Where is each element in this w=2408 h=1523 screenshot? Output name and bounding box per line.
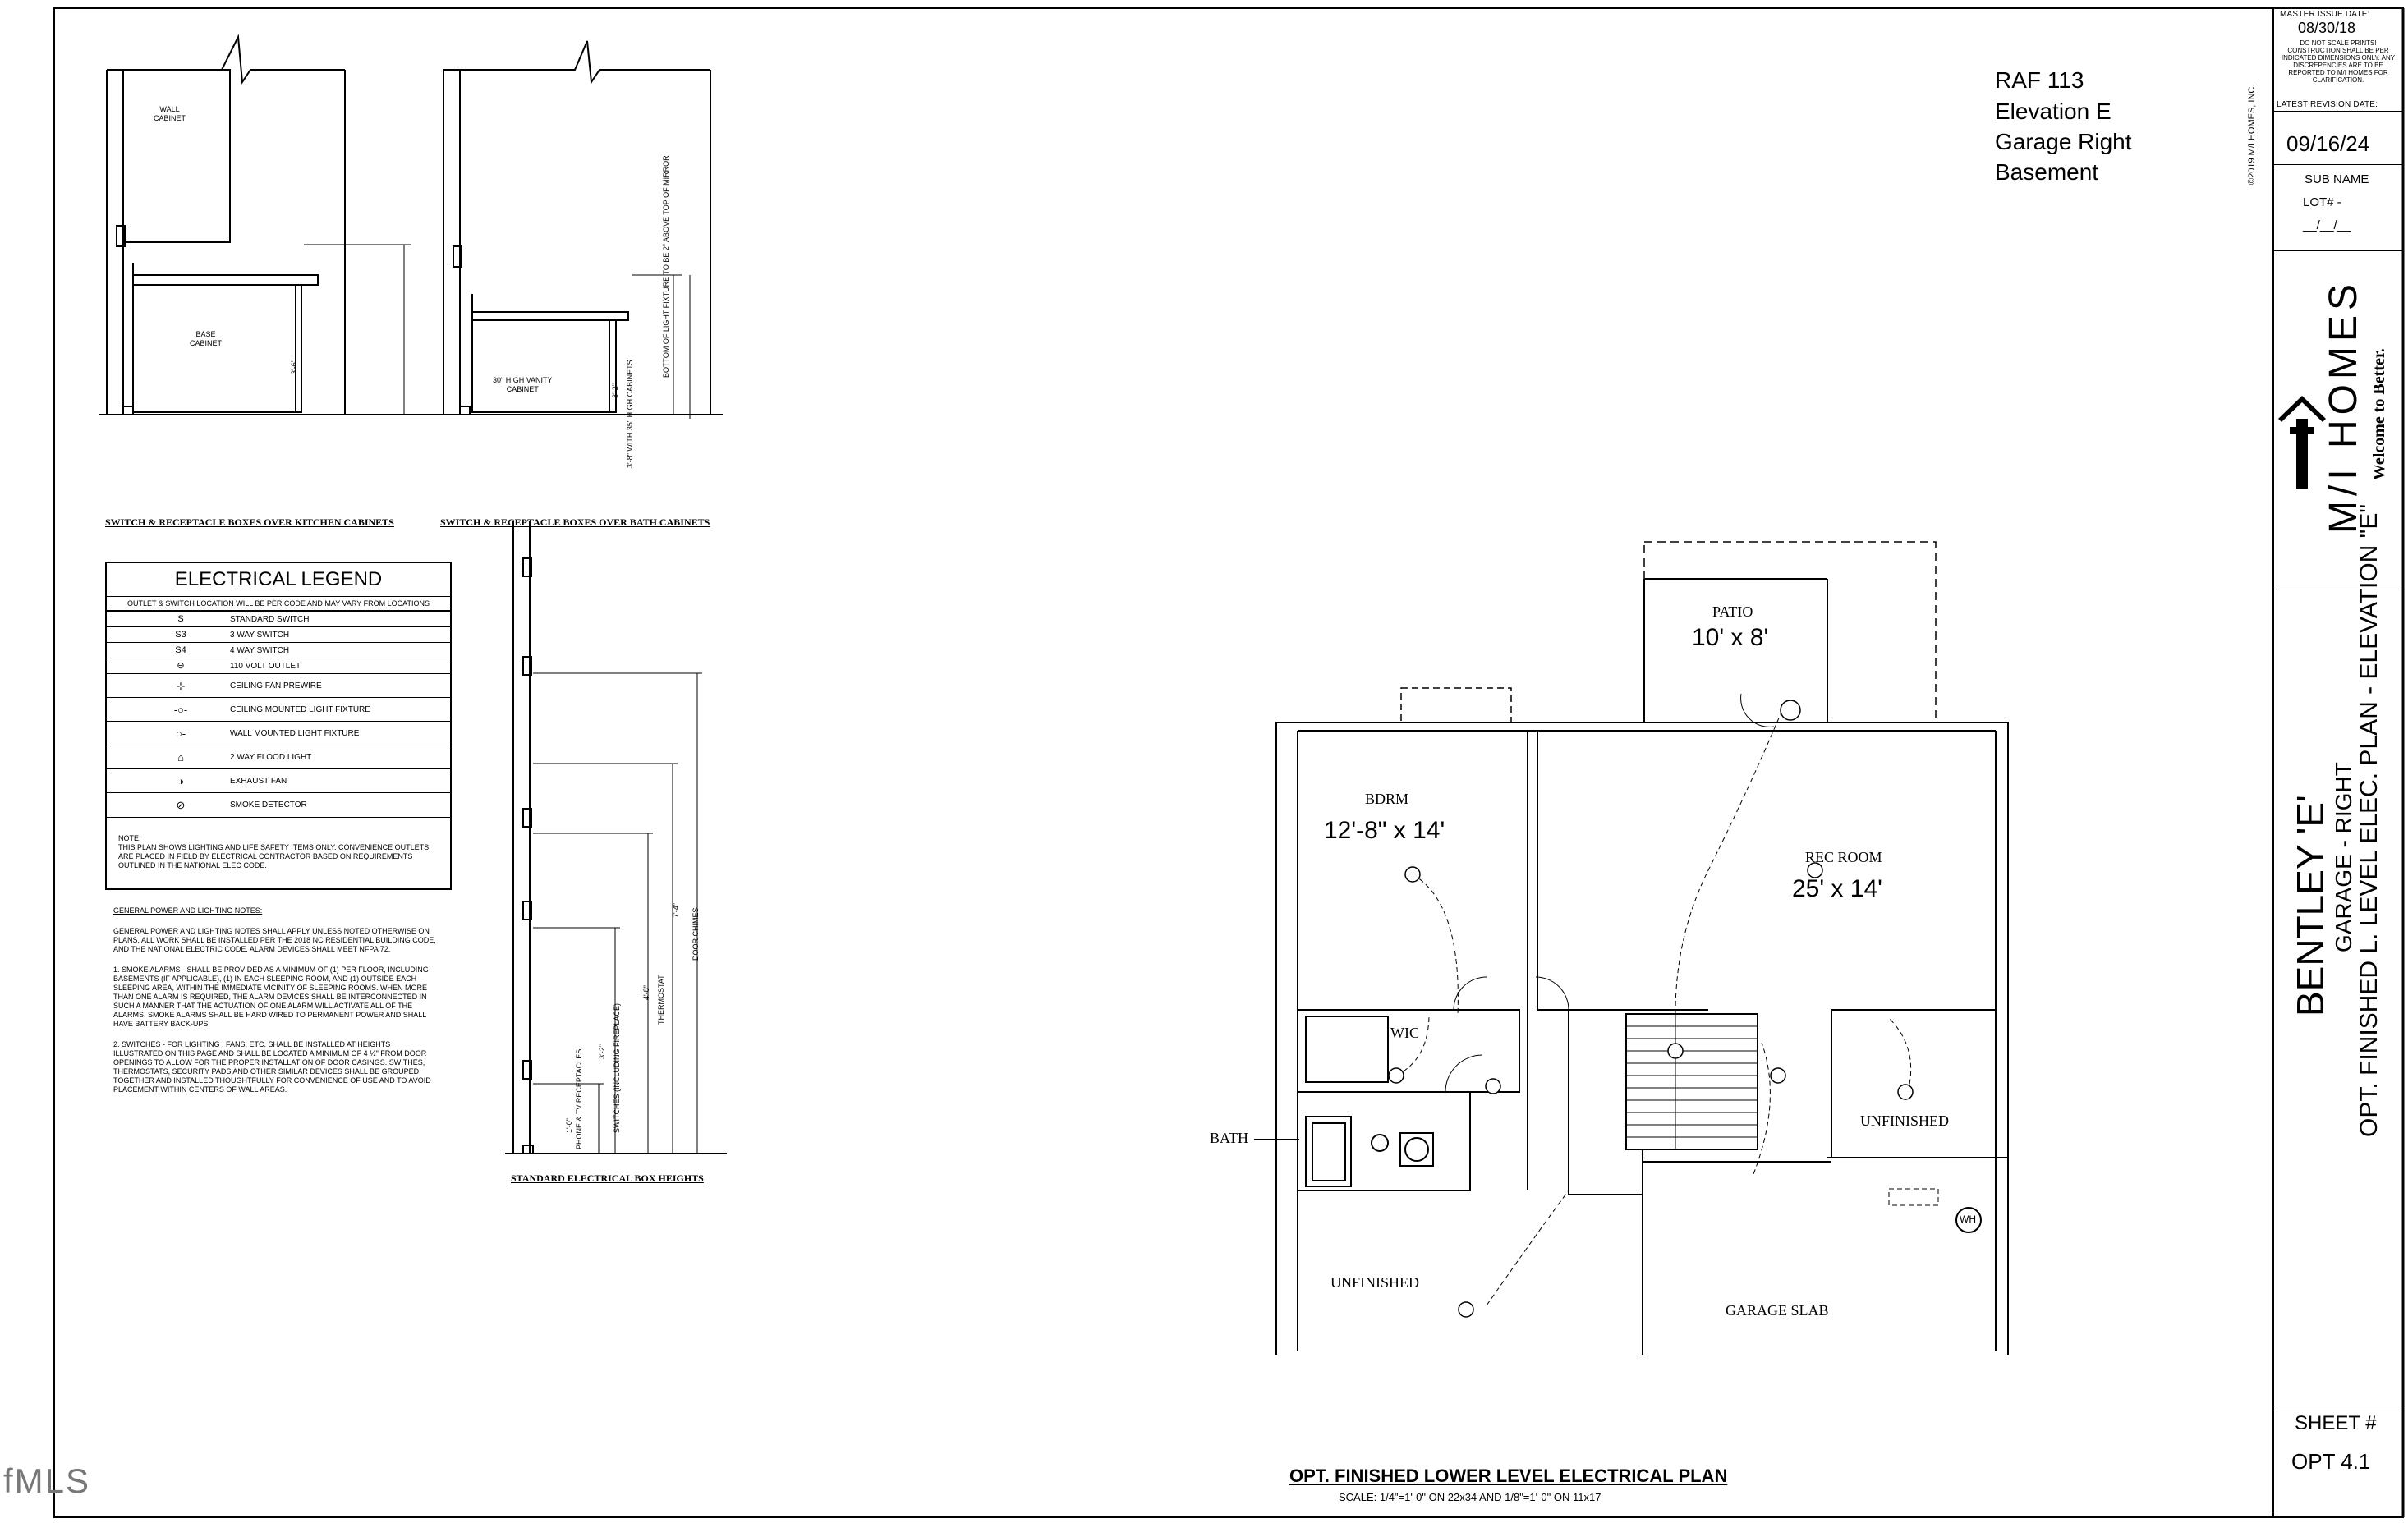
copyright: ©2019 M/I HOMES, INC. [2247, 84, 2257, 185]
project-garage: Garage Right [1995, 129, 2132, 154]
legend-row: ○-WALL MOUNTED LIGHT FIXTURE [107, 721, 450, 745]
sheet-label: SHEET # [2295, 1412, 2377, 1434]
legend-row: ⊖110 VOLT OUTLET [107, 658, 450, 674]
switches-label: SWITCHES (INCLUDING FIREPLACE) [613, 1002, 621, 1133]
electrical-legend: ELECTRICAL LEGEND OUTLET & SWITCH LOCATI… [105, 562, 452, 890]
divider [2273, 250, 2403, 251]
phone-tv-label: PHONE & TV RECEPTACLES [575, 1048, 583, 1149]
door-chimes-dim: 7'-4" [672, 903, 680, 918]
mi-homes-logo-icon [2278, 396, 2326, 489]
bdrm-dim: 12'-8" x 14' [1324, 817, 1445, 844]
patio-label: PATIO [1712, 603, 1753, 620]
legend-row: -○-CEILING MOUNTED LIGHT FIXTURE [107, 697, 450, 722]
legend-title: ELECTRICAL LEGEND [107, 563, 450, 597]
latest-revision-date: 09/16/24 [2286, 131, 2370, 156]
date-blank: __/__/__ [2303, 218, 2351, 232]
legend-row: ⊘SMOKE DETECTOR [107, 792, 450, 818]
brand-name: M/I HOMES [2322, 278, 2365, 534]
bath-detail-caption: SWITCH & RECEPTACLE BOXES OVER BATH CABI… [440, 516, 710, 528]
notes-title: GENERAL POWER AND LIGHTING NOTES: [113, 906, 263, 915]
disclaimer: DO NOT SCALE PRINTS! CONSTRUCTION SHALL … [2281, 39, 2396, 84]
rec-room-dim: 25' x 14' [1792, 875, 1882, 902]
divider [2273, 164, 2403, 165]
plan-scale: SCALE: 1/4"=1'-0" ON 22x34 AND 1/8"=1'-0… [1339, 1491, 1602, 1503]
kitchen-cabinet-detail [99, 34, 443, 415]
legend-row: ⊹CEILING FAN PREWIRE [107, 673, 450, 698]
notes-intro: GENERAL POWER AND LIGHTING NOTES SHALL A… [113, 927, 436, 953]
legend-row: ⌂2 WAY FLOOD LIGHT [107, 745, 450, 769]
mirror-note: BOTTOM OF LIGHT FIXTURE TO BE 2" ABOVE T… [662, 155, 670, 378]
project-elevation: Elevation E [1995, 99, 2112, 124]
box-heights-detail [505, 521, 727, 1154]
bath-cabinet-detail [435, 40, 723, 419]
kitchen-detail-caption: SWITCH & RECEPTACLE BOXES OVER KITCHEN C… [105, 516, 394, 528]
legend-note: NOTE: THIS PLAN SHOWS LIGHTING AND LIFE … [118, 834, 430, 869]
notes-item-2: 2. SWITCHES - FOR LIGHTING , FANS, ETC. … [113, 1040, 431, 1094]
heights-detail-caption: STANDARD ELECTRICAL BOX HEIGHTS [511, 1172, 704, 1184]
sheet-number: OPT 4.1 [2291, 1449, 2371, 1474]
latest-revision-label: LATEST REVISION DATE: [2277, 100, 2378, 109]
vanity-height-35-dim: 3'-8" WITH 35" HIGH CABINETS [626, 360, 634, 468]
bath-leader [1254, 1139, 1299, 1140]
unfinished-left-label: UNFINISHED [1330, 1274, 1419, 1291]
door-chimes-label: DOOR CHIMES [692, 907, 700, 961]
project-code: RAF 113 [1995, 67, 2084, 93]
bath-label: BATH [1210, 1130, 1249, 1146]
brand-tagline: Welcome to Better. [2370, 348, 2388, 480]
water-heater-label: WH [1960, 1213, 1976, 1225]
patio-dim: 10' x 8' [1692, 624, 1769, 651]
plan-title: OPT. FINISHED LOWER LEVEL ELECTRICAL PLA… [1289, 1466, 1728, 1486]
sub-name: SUB NAME [2305, 172, 2369, 186]
notes-item-1: 1. SMOKE ALARMS - SHALL BE PROVIDED AS A… [113, 966, 429, 1028]
legend-subtitle: OUTLET & SWITCH LOCATION WILL BE PER COD… [107, 597, 450, 611]
unfinished-right-label: UNFINISHED [1860, 1112, 1949, 1129]
title-block: ©2019 M/I HOMES, INC. MASTER ISSUE DATE:… [2247, 8, 2403, 1517]
rec-room-label: REC ROOM [1805, 849, 1882, 865]
master-issue-box: MASTER ISSUE DATE: 08/30/18 DO NOT SCALE… [2273, 8, 2403, 112]
plan-garage: GARAGE - RIGHT [2331, 762, 2356, 952]
vanity-height-dim: 3'-2" [611, 383, 619, 398]
master-issue-date: 08/30/18 [2298, 20, 2356, 36]
kitchen-height-dim: 3'-6" [290, 360, 298, 374]
plan-description: OPT. FINISHED L. LEVEL ELEC. PLAN - ELEV… [2355, 504, 2383, 1137]
master-issue-label: MASTER ISSUE DATE: [2280, 10, 2370, 19]
switches-dim: 3'-2" [598, 1044, 606, 1059]
mls-watermark: fMLS [3, 1461, 91, 1500]
phone-tv-dim: 1'-0" [565, 1118, 573, 1133]
floor-plan [1275, 541, 2009, 1355]
project-level: Basement [1995, 159, 2099, 185]
lot-number: LOT# - [2303, 195, 2341, 209]
thermostat-dim: 4'-8" [642, 985, 650, 1000]
legend-row: ◑EXHAUST FAN [107, 768, 450, 793]
thermostat-label: THERMOSTAT [657, 975, 665, 1025]
garage-slab-label: GARAGE SLAB [1726, 1302, 1829, 1319]
general-notes: GENERAL POWER AND LIGHTING NOTES: GENERA… [113, 906, 442, 1106]
plan-name: BENTLEY 'E' [2289, 795, 2332, 1016]
wic-label: WIC [1390, 1025, 1419, 1041]
bdrm-label: BDRM [1365, 791, 1409, 807]
